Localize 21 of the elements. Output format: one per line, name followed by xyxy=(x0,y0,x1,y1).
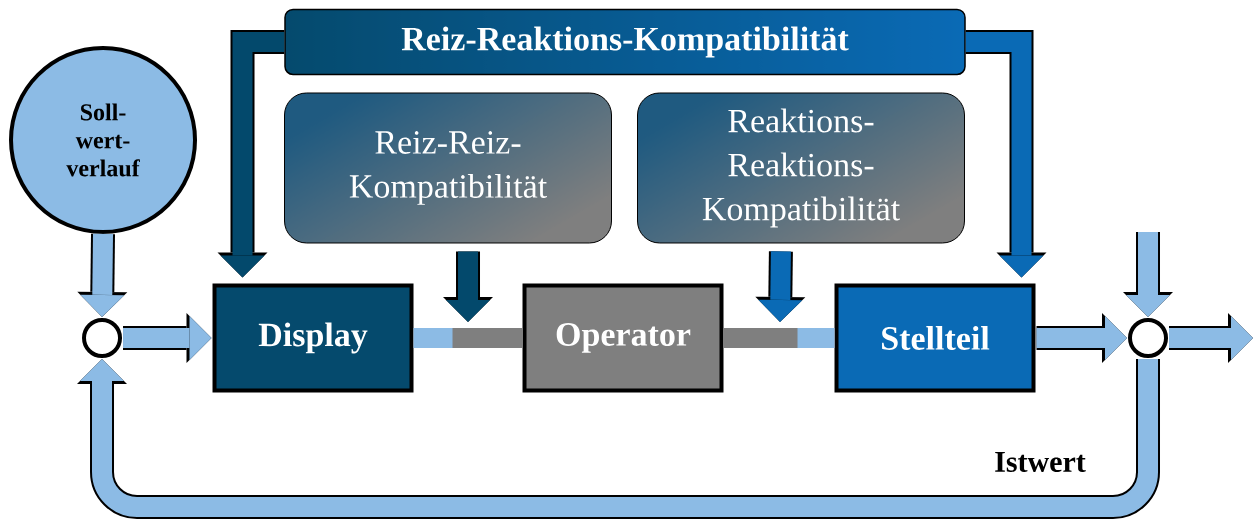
block-arrow xyxy=(443,251,493,322)
block-arrow xyxy=(723,328,835,348)
block-arrow xyxy=(217,30,285,278)
block-arrow xyxy=(413,328,523,348)
block-box: Operator xyxy=(522,283,724,393)
block-arrow xyxy=(77,359,1160,519)
block-arrow xyxy=(965,30,1047,278)
banner-box: Reiz-Reaktions-Kompatibilität xyxy=(284,8,966,76)
block-arrow xyxy=(123,313,212,363)
edge-label: Istwert xyxy=(992,450,1088,474)
summing-junction xyxy=(82,318,122,358)
block-arrow xyxy=(1123,232,1173,317)
summing-junction xyxy=(1128,318,1168,358)
block-box: Display xyxy=(212,283,414,393)
rounded-box: Reaktions- Reaktions- Kompatibilität xyxy=(637,92,965,244)
block-arrow xyxy=(1036,313,1127,363)
block-arrow xyxy=(77,233,128,317)
block-arrow xyxy=(1169,313,1253,363)
block-box: Stellteil xyxy=(834,283,1036,393)
rounded-box: Reiz-Reiz- Kompatibilität xyxy=(284,92,612,244)
block-arrow xyxy=(755,251,806,322)
